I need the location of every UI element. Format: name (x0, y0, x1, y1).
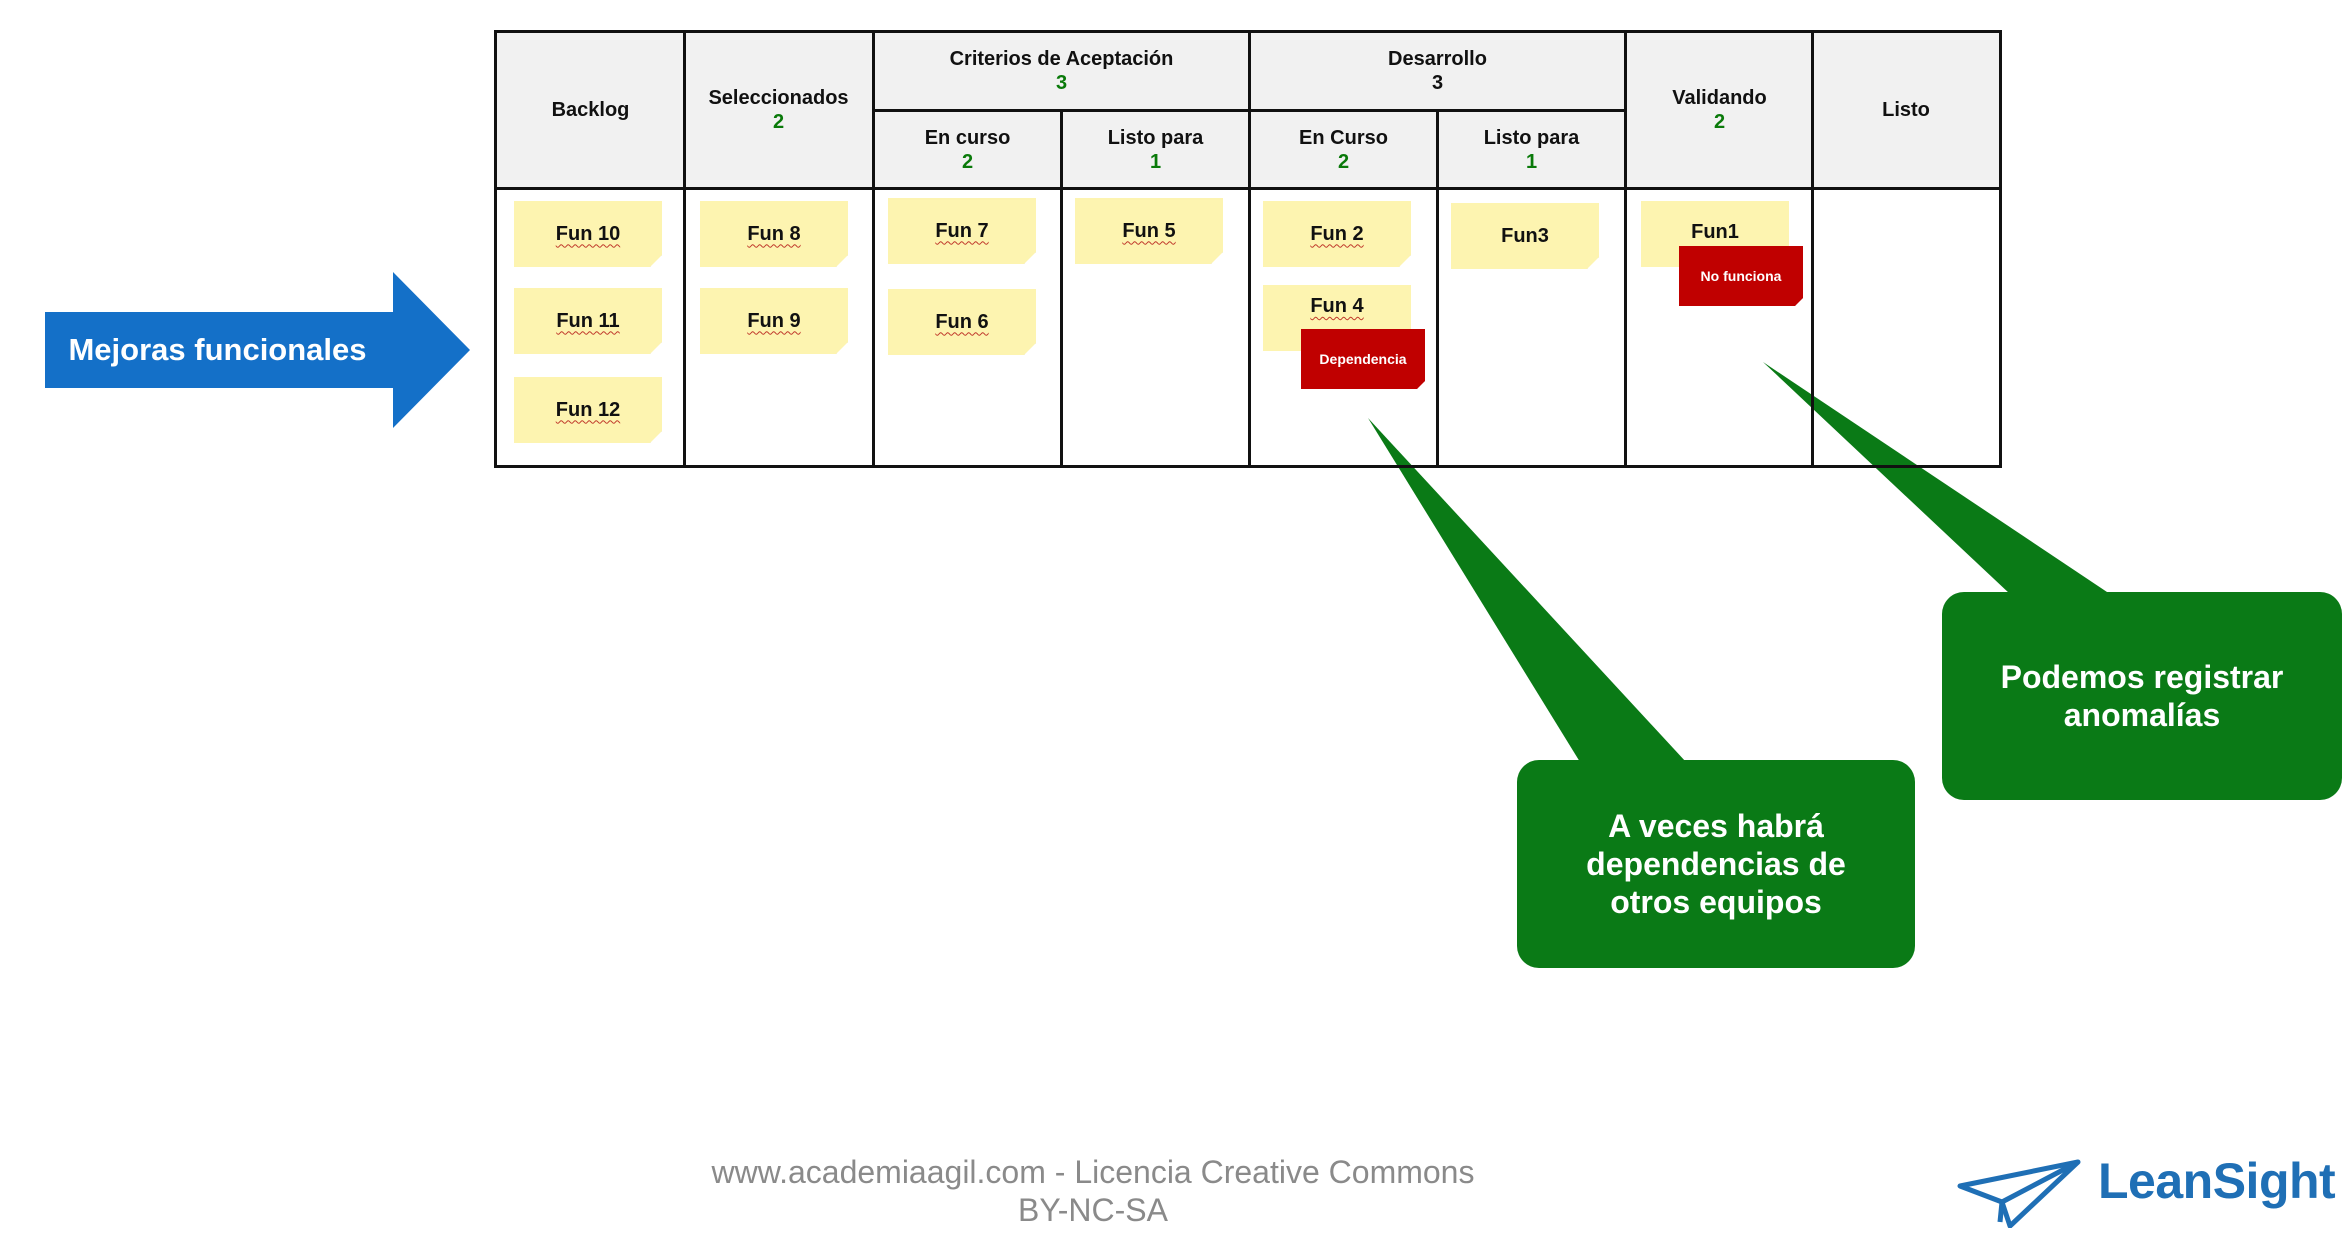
card-fun9[interactable]: Fun 9 (700, 288, 848, 354)
not-working-tag: No funciona (1679, 246, 1803, 306)
dependency-tag: Dependencia (1301, 329, 1425, 389)
paper-plane-icon (1957, 1159, 2081, 1228)
column-header-development: Desarrollo 3 (1250, 33, 1625, 109)
column-title-acceptance: Criterios de Aceptación (949, 48, 1174, 70)
column-title-backlog: Backlog (551, 99, 630, 121)
card-fun7[interactable]: Fun 7 (888, 198, 1036, 264)
subcolumn-title-dev-ready: Listo para (1483, 126, 1580, 149)
card-fun2[interactable]: Fun 2 (1263, 201, 1411, 267)
anomalies-callout-pointer (1763, 362, 2110, 594)
subcolumn-count-dev-in-progress: 2 (1337, 150, 1350, 173)
subcolumn-title-acceptance-ready: Listo para (1107, 126, 1204, 149)
column-count-validating: 2 (1713, 111, 1726, 133)
column-header-done: Listo (1813, 33, 1999, 187)
column-title-done: Listo (1882, 99, 1930, 121)
column-title-validating: Validando (1672, 87, 1767, 109)
footer-license: www.academiaagil.com - Licencia Creative… (711, 1154, 1475, 1228)
subcolumn-header-acceptance-in-progress: En curso 2 (874, 112, 1061, 187)
subcolumn-title-dev-in-progress: En Curso (1299, 126, 1388, 149)
subcolumn-count-acceptance-ready: 1 (1149, 150, 1162, 173)
card-fun11[interactable]: Fun 11 (514, 288, 662, 354)
subcolumn-count-dev-ready: 1 (1525, 150, 1538, 173)
card-fun3[interactable]: Fun3 (1451, 203, 1599, 269)
column-header-selected: Seleccionados 2 (685, 33, 872, 187)
card-fun8[interactable]: Fun 8 (700, 201, 848, 267)
column-count-acceptance: 3 (1055, 72, 1068, 94)
dependencies-callout: A veces habrá dependencias de otros equi… (1517, 760, 1915, 968)
subcolumn-header-acceptance-ready: Listo para 1 (1062, 112, 1249, 187)
dependencies-callout-pointer (1368, 418, 1686, 762)
kanban-board: Backlog Seleccionados 2 Criterios de Ace… (494, 30, 2002, 468)
card-fun10[interactable]: Fun 10 (514, 201, 662, 267)
anomalies-callout: Podemos registrar anomalías (1942, 592, 2342, 800)
blue-arrow-shape (45, 272, 470, 428)
subcolumn-header-dev-ready: Listo para 1 (1438, 112, 1625, 187)
column-header-backlog: Backlog (497, 33, 684, 187)
card-fun12[interactable]: Fun 12 (514, 377, 662, 443)
card-fun5[interactable]: Fun 5 (1075, 198, 1223, 264)
column-count-development: 3 (1431, 72, 1444, 94)
column-title-selected: Seleccionados (708, 87, 849, 109)
column-header-validating: Validando 2 (1626, 33, 1813, 187)
subcolumn-title-acceptance-in-progress: En curso (924, 126, 1011, 149)
card-fun6[interactable]: Fun 6 (888, 289, 1036, 355)
column-title-development: Desarrollo (1388, 48, 1487, 70)
arrow-label: Mejoras funcionales (68, 332, 367, 367)
column-count-selected: 2 (772, 111, 785, 133)
leansight-logo-text: LeanSight (2098, 1153, 2336, 1209)
subcolumn-header-dev-in-progress: En Curso 2 (1250, 112, 1437, 187)
subcolumn-count-acceptance-in-progress: 2 (961, 150, 974, 173)
column-header-acceptance: Criterios de Aceptación 3 (874, 33, 1249, 109)
